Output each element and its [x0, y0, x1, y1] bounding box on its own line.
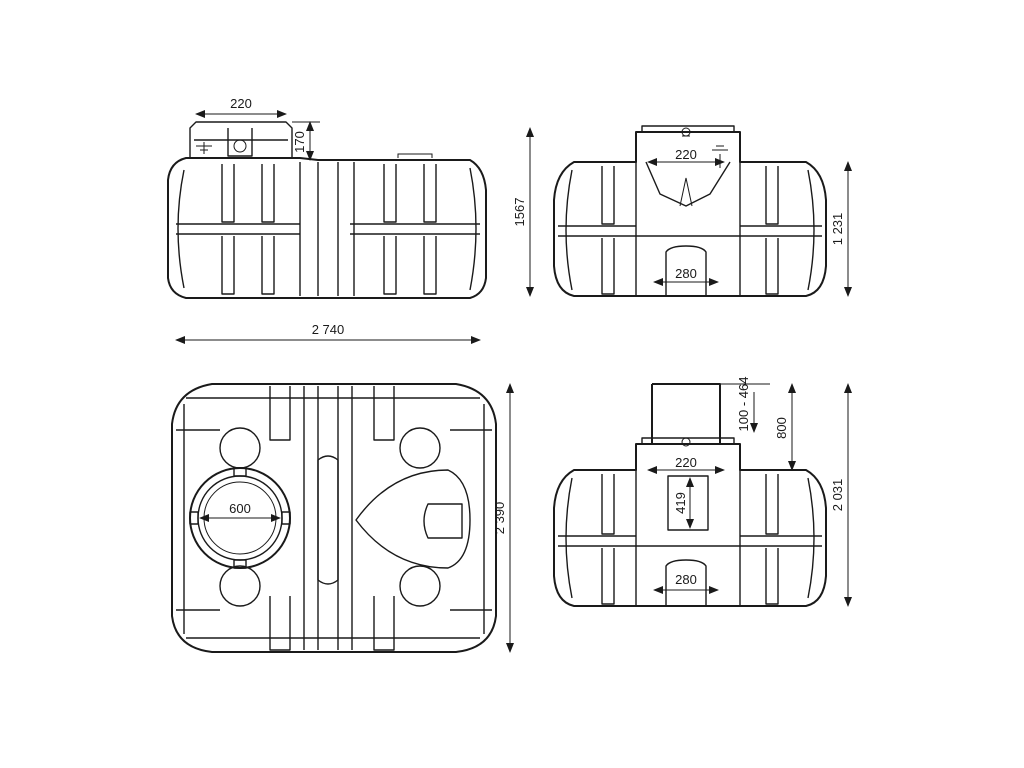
top-view-dome-top-right — [399, 427, 441, 469]
front-view-extended-cap-bolt — [681, 437, 691, 447]
front-view-dimensions: 220 280 1 231 — [647, 147, 852, 297]
top-view-dimensions: 600 2 390 — [199, 383, 514, 653]
top-view-dome-bottom-right — [399, 565, 441, 607]
dim-extension-height: 800 — [774, 417, 789, 439]
dim-total-length: 2 740 — [312, 322, 345, 337]
side-view-ribs — [221, 164, 437, 295]
dim-window-height: 419 — [673, 492, 688, 514]
top-view-inlet — [423, 503, 463, 539]
top-view-dome-bottom-left — [219, 565, 261, 607]
top-view-dome-top-left — [219, 427, 261, 469]
front-view-belt — [558, 225, 822, 237]
dim-front-body-height: 1 231 — [830, 213, 845, 246]
side-view — [167, 121, 487, 299]
front-view-extended-bottom-recess — [665, 559, 707, 606]
dim-front-bottom-width: 280 — [675, 266, 697, 281]
top-view-center-section — [303, 386, 353, 650]
front-view-extended-ribs — [601, 470, 779, 606]
dim-side-cap-height: 170 — [292, 131, 307, 153]
top-view-center-bulge — [317, 455, 339, 585]
dim-total-height: 1567 — [512, 198, 527, 227]
dim-top-opening-diameter: 600 — [229, 501, 251, 516]
front-view-cap-symbol — [712, 145, 728, 168]
front-view-extension-riser — [651, 383, 721, 444]
side-view-center-section — [299, 162, 355, 296]
front-view-ribs — [601, 162, 779, 296]
front-view — [553, 125, 827, 297]
dim-extension-range: 100 - 464 — [736, 377, 751, 432]
front-view-extended-window — [667, 475, 709, 531]
dim-extended-cap-width: 220 — [675, 455, 697, 470]
front-view-cap — [641, 125, 735, 207]
top-view-ribs — [176, 386, 492, 651]
front-view-extended-domes — [565, 477, 815, 599]
front-view-domes — [565, 169, 815, 291]
side-view-cap-symbol — [196, 142, 212, 154]
front-view-extended-outline — [553, 443, 827, 607]
front-view-bottom-recess — [665, 245, 707, 296]
dim-front-cap-width: 220 — [675, 147, 697, 162]
front-view-extended-belt — [558, 535, 822, 547]
dim-extended-total-height: 2 031 — [830, 479, 845, 512]
dim-top-total-width: 2 390 — [492, 502, 507, 535]
front-view-outline — [553, 131, 827, 297]
side-view-dimensions: 220 170 2 740 1567 — [175, 96, 534, 344]
front-view-extended — [553, 383, 827, 607]
dim-side-cap-width: 220 — [230, 96, 252, 111]
side-view-domes — [177, 167, 477, 291]
top-view-outline — [171, 383, 497, 653]
dim-extended-bottom-width: 280 — [675, 572, 697, 587]
top-view-shaped-recess — [355, 469, 471, 569]
front-view-cap-bolt — [681, 127, 691, 137]
front-view-extended-dimensions: 100 - 464 800 220 419 280 2 031 — [647, 377, 852, 607]
side-view-cap-port — [233, 139, 247, 153]
side-view-belt — [176, 223, 480, 235]
top-view-opening-lugs — [189, 467, 291, 569]
top-view-inner-border — [183, 397, 485, 639]
side-view-top-lug — [397, 153, 433, 158]
side-view-outline — [167, 157, 487, 299]
